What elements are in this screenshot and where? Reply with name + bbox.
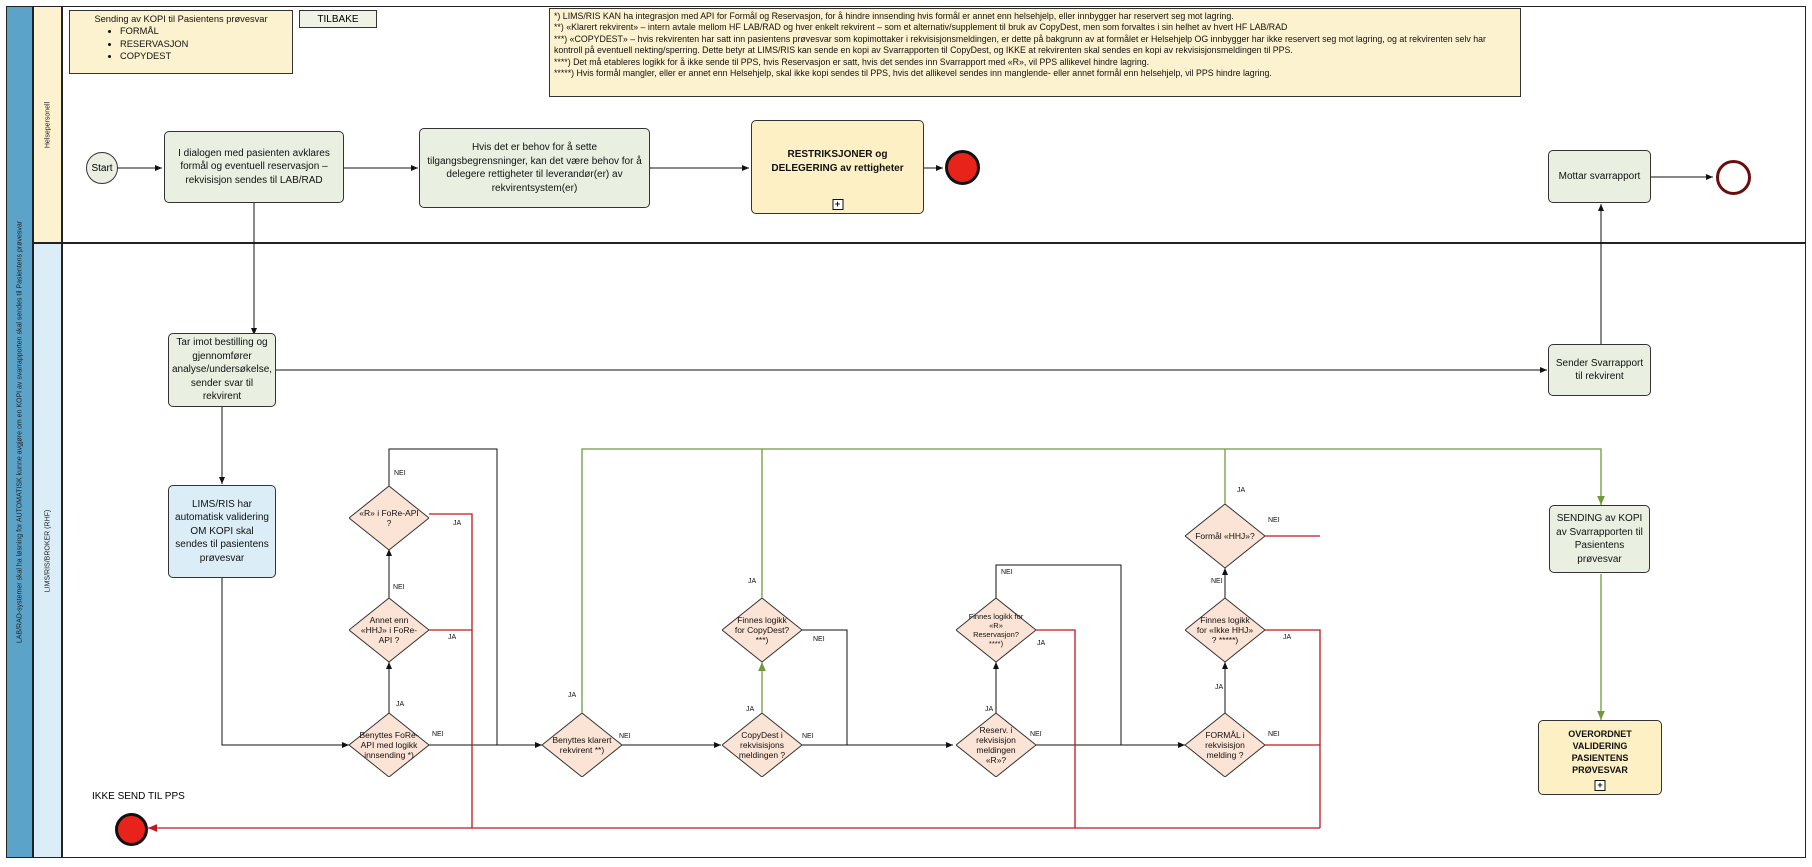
gateway-label: Finnes logikk for «R» Reservasjon? ****) [968,612,1024,648]
subprocess-restrictions-label: RESTRIKSJONER og DELEGERING av rettighet… [771,149,904,174]
subprocess-validation[interactable]: OVERORDNET VALIDERING PASIENTENS PRØVESV… [1538,720,1662,795]
flow-label-no: NEI [432,731,444,738]
legend-item: FORMÅL [120,25,288,38]
subprocess-restrictions[interactable]: RESTRIKSJONER og DELEGERING av rettighet… [751,120,924,214]
start-event[interactable]: Start [86,152,118,184]
gateway-copydest-logic[interactable]: Finnes logikk for CopyDest? ***) [722,598,802,662]
gateway-label: FORMÅL i rekvisisjon melding ? [1205,729,1245,761]
flow-label-no: NEI [393,584,405,591]
back-button[interactable]: TILBAKE [299,10,377,28]
flow-label-yes: JA [985,706,994,713]
flow-label-no: NEI [802,733,814,740]
end-event-received [1716,160,1751,195]
gateway-annet-hhj[interactable]: Annet enn «HHJ» i FoRe-API ? [349,598,429,662]
flow-label-yes: JA [396,701,405,708]
legend-note: Sending av KOPI til Pasientens prøvesvar… [69,10,293,74]
task-send-copy[interactable]: SENDING av KOPI av Svarrapporten til Pas… [1549,505,1650,573]
flow-label-yes: JA [746,706,755,713]
flow-label-no: NEI [1268,517,1280,524]
task-dialog[interactable]: I dialogen med pasienten avklares formål… [164,131,344,203]
lane-lims [62,243,1806,858]
flow-label-yes: JA [568,692,577,699]
info-note-line: *****) Hvis formål mangler, eller er ann… [554,68,1272,79]
gateway-label: CopyDest i rekvisisjons meldingen ? [738,729,786,761]
task-send-report[interactable]: Sender Svarrapport til rekvirent [1548,344,1651,396]
gateway-fore-api[interactable]: Benyttes FoRe-API med logikk innsending … [349,713,429,777]
end-event-restriction [945,150,980,185]
flow-label-no: NEI [1211,578,1223,585]
expand-icon[interactable]: + [832,199,843,210]
legend-item: RESERVASJON [120,38,288,51]
flow-label-no: NEI [394,470,406,477]
gateway-klarert[interactable]: Benyttes klarert rekvirent **) [542,713,622,777]
gateway-label: Formål «HHJ»? [1195,530,1255,541]
gateway-label: Benyttes FoRe-API med logikk innsending … [359,729,419,761]
lane-helsepersonell [62,6,1806,243]
info-note-line: **) «Klarert rekvirent» – intern avtale … [554,22,1288,33]
info-note-line: *) LIMS/RIS KAN ha integrasjon med API f… [554,11,1234,21]
gateway-copydest[interactable]: CopyDest i rekvisisjons meldingen ? [722,713,802,777]
subprocess-validation-label: OVERORDNET VALIDERING PASIENTENS PRØVESV… [1568,728,1632,776]
gateway-formal-logic[interactable]: Finnes logikk for «Ikke HHJ» ? *****) [1185,598,1265,662]
flow-label-no: NEI [813,636,825,643]
gateway-label: Finnes logikk for «Ikke HHJ» ? *****) [1196,614,1254,646]
legend-note-title: Sending av KOPI til Pasientens prøvesvar [94,14,268,24]
flow-label-yes: JA [448,634,457,641]
info-note-line: ***) «COPYDEST» – hvis rekvirenten har s… [554,33,1486,56]
gateway-label: Annet enn «HHJ» i FoRe-API ? [360,614,418,646]
flow-label-yes: JA [748,578,757,585]
task-receive-report[interactable]: Mottar svarrapport [1548,150,1651,203]
end-event-label: IKKE SEND TIL PPS [92,791,185,802]
pool-header: LAB/RAD-systemer skal ha løsning for AUT… [6,6,33,858]
task-order[interactable]: Tar imot bestilling og gjennomfører anal… [168,333,276,407]
flow-label-no: NEI [619,733,631,740]
gateway-formal-hhj[interactable]: Formål «HHJ»? [1185,504,1265,568]
lane-header-helsepersonell: Helsepersonell [33,6,62,243]
flow-label-yes: JA [1215,684,1224,691]
end-event-no-send [115,813,148,846]
flow-label-no: NEI [1030,731,1042,738]
task-restrict[interactable]: Hvis det er behov for å sette tilgangsbe… [419,128,650,208]
flow-label-yes: JA [1037,640,1046,647]
info-note: *) LIMS/RIS KAN ha integrasjon med API f… [549,8,1521,97]
gateway-label: Benyttes klarert rekvirent **) [552,734,612,755]
task-lims-validation[interactable]: LIMS/RIS har automatisk validering OM KO… [168,485,276,578]
gateway-label: «R» i FoRe-API ? [359,507,419,528]
gateway-label: Finnes logikk for CopyDest? ***) [734,614,790,646]
lane-header-lims: LIMS/RIS/BROKER (RHF) [33,243,62,858]
gateway-reserv-logic[interactable]: Finnes logikk for «R» Reservasjon? ****) [956,598,1036,662]
expand-icon[interactable]: + [1594,780,1606,791]
gateway-label: Reserv. i rekvisisjon meldingen «R»? [976,724,1016,766]
flow-label-yes: JA [1237,487,1246,494]
flow-label-no: NEI [1001,569,1013,576]
info-note-line: ****) Det må etableres logikk for å ikke… [554,56,1150,67]
legend-item: COPYDEST [120,50,288,63]
flow-label-no: NEI [1268,731,1280,738]
gateway-reserv[interactable]: Reserv. i rekvisisjon meldingen «R»? [956,713,1036,777]
gateway-formal[interactable]: FORMÅL i rekvisisjon melding ? [1185,713,1265,777]
flow-label-yes: JA [453,520,462,527]
gateway-r-fore[interactable]: «R» i FoRe-API ? [349,486,429,550]
flow-label-yes: JA [1283,634,1292,641]
